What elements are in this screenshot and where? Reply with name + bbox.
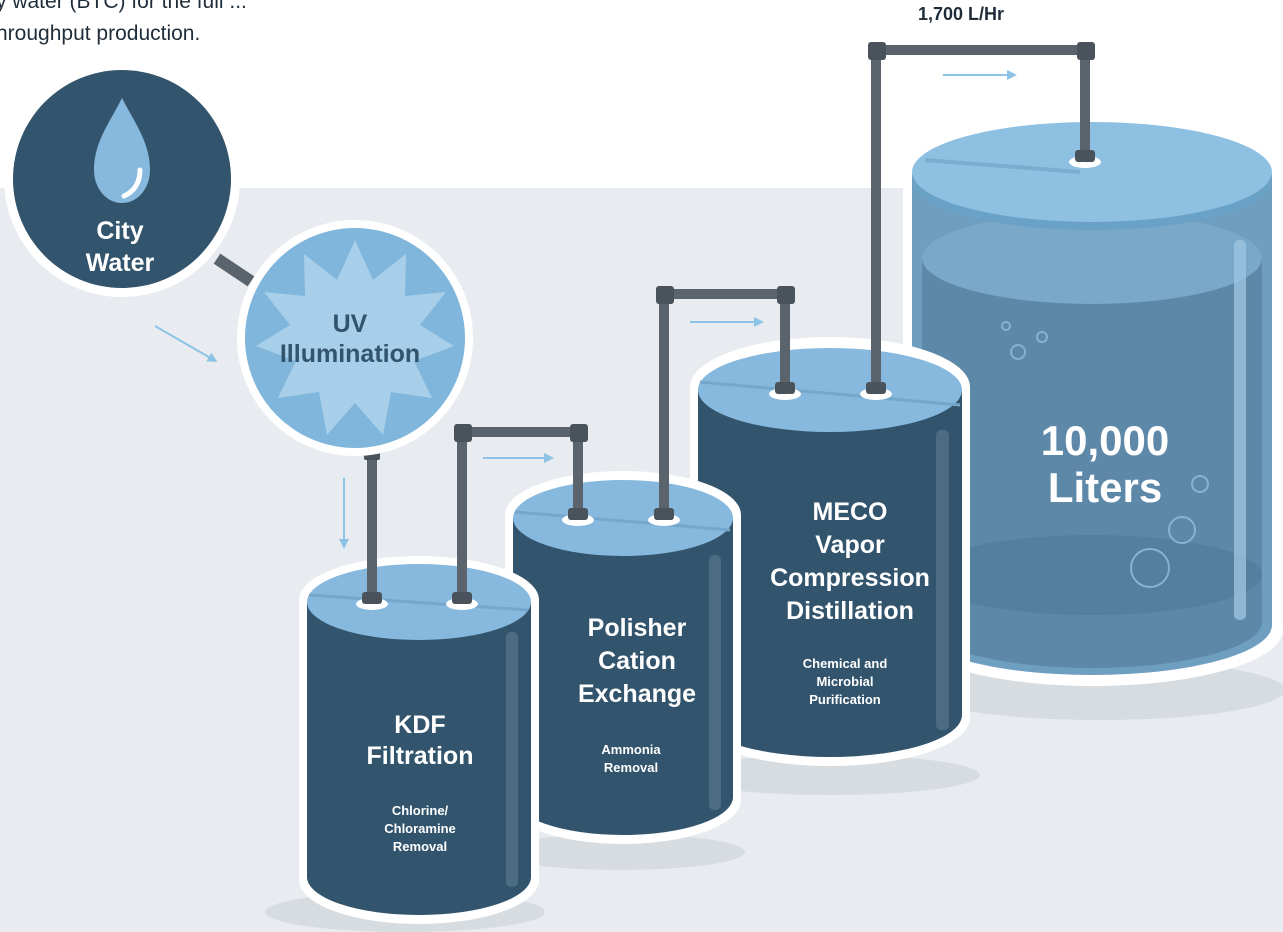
uv-label-line-1: UV <box>333 310 368 338</box>
polisher-tank-lid-seam <box>514 510 731 532</box>
pipes <box>213 45 1090 603</box>
bubble <box>1036 331 1048 343</box>
polisher-title-line-3: Exchange <box>578 680 696 708</box>
pipe-inlet-cap <box>775 382 795 394</box>
polisher-tank-body <box>513 518 733 835</box>
meco-sub-line-3: Purification <box>809 692 881 707</box>
pipe-elbow <box>570 424 588 442</box>
intro-line-2: hroughput production. <box>0 22 201 45</box>
bubble <box>1191 475 1209 493</box>
bubble <box>1010 344 1026 360</box>
pipe-elbow <box>868 42 886 60</box>
kdf-sub-line-3: Removal <box>393 839 447 854</box>
kdf-title-line-2: Filtration <box>367 742 474 770</box>
meco-tank: MECO Vapor Compression Distillation Chem… <box>680 337 980 795</box>
uv-starburst <box>256 240 454 435</box>
pipe-elbow <box>777 286 795 304</box>
water-drop-icon <box>94 98 150 203</box>
bubble <box>1130 548 1170 588</box>
intro-line-1: y water (BTC) for the full ... <box>0 0 247 13</box>
kdf-title-line-1: KDF <box>394 711 445 739</box>
pipe-elbow <box>1077 42 1095 60</box>
kdf-tank-lid-seam <box>308 593 529 612</box>
pipe-elbow <box>454 424 472 442</box>
meco-tank-body <box>698 390 962 757</box>
kdf-tank: KDF Filtration Chlorine/ Chloramine Remo… <box>265 556 545 932</box>
pipe-elbow <box>656 286 674 304</box>
pipe-kdf-to-polisher <box>457 427 583 603</box>
storage-tank-lid-seam <box>924 158 1081 174</box>
flow-arrow-city-to-uv <box>154 325 218 362</box>
meco-tank-highlight <box>936 430 949 730</box>
pipe-inlet-cap <box>452 592 472 604</box>
storage-tank-water-top <box>922 212 1262 304</box>
uv-label-line-2: Illumination <box>280 340 420 368</box>
flow-rate-label: 1,700 L/Hr <box>918 4 1005 24</box>
meco-title-line-3: Compression <box>770 564 930 592</box>
polisher-sub-line-1: Ammonia <box>601 742 661 757</box>
storage-tank-water-bottom <box>922 535 1262 615</box>
city-water-node: City Water <box>4 61 240 297</box>
pipe-inlet-cap <box>568 508 588 520</box>
storage-label-line-1: 10,000 <box>1041 417 1169 464</box>
bubble <box>1168 516 1196 544</box>
storage-tank: 10,000 Liters <box>903 114 1283 720</box>
city-water-label-line-2: Water <box>86 249 155 277</box>
pipe-inlet-cap <box>362 592 382 604</box>
polisher-tank-shadow <box>495 834 745 870</box>
intro-text: y water (BTC) for the full ... hroughput… <box>0 0 416 50</box>
storage-tank-lid <box>912 122 1272 222</box>
pipe-inlet-cap <box>654 508 674 520</box>
polisher-tank-highlight <box>709 555 721 810</box>
polisher-tank-lid <box>513 480 733 556</box>
pipe-meco-to-storage <box>871 45 1090 397</box>
flow-arrows <box>154 70 1017 549</box>
polisher-sub-line-2: Removal <box>604 760 658 775</box>
meco-sub-line-2: Microbial <box>816 674 873 689</box>
meco-title-line-1: MECO <box>813 498 888 526</box>
storage-label-line-2: Liters <box>1048 464 1162 511</box>
pipe-city-to-uv <box>213 253 255 287</box>
meco-sub-line-1: Chemical and <box>803 656 888 671</box>
meco-title-line-2: Vapor <box>815 531 885 559</box>
bubble <box>1001 321 1011 331</box>
polisher-title-line-2: Cation <box>598 647 676 675</box>
polisher-tank: Polisher Cation Exchange Ammonia Removal <box>495 471 745 870</box>
kdf-sub-line-1: Chlorine/ <box>392 803 449 818</box>
meco-tank-lid-seam <box>699 380 961 407</box>
pipe-inlet-cap <box>866 382 886 394</box>
kdf-tank-highlight <box>506 632 518 887</box>
meco-tank-lid <box>698 348 962 432</box>
storage-tank-highlight <box>1234 240 1246 620</box>
uv-illumination-node: UV Illumination <box>237 220 473 456</box>
kdf-sub-line-2: Chloramine <box>384 821 456 836</box>
pipe-polisher-to-meco <box>659 289 790 523</box>
pipe-inlet-cap <box>1075 150 1095 162</box>
kdf-tank-body <box>307 602 531 915</box>
meco-tank-shadow <box>680 755 980 795</box>
polisher-title-line-1: Polisher <box>588 614 687 642</box>
storage-tank-lid-edge <box>912 172 1272 230</box>
city-water-label-line-1: City <box>96 217 143 245</box>
meco-title-line-4: Distillation <box>786 597 914 625</box>
water-drop-shine <box>121 167 143 199</box>
